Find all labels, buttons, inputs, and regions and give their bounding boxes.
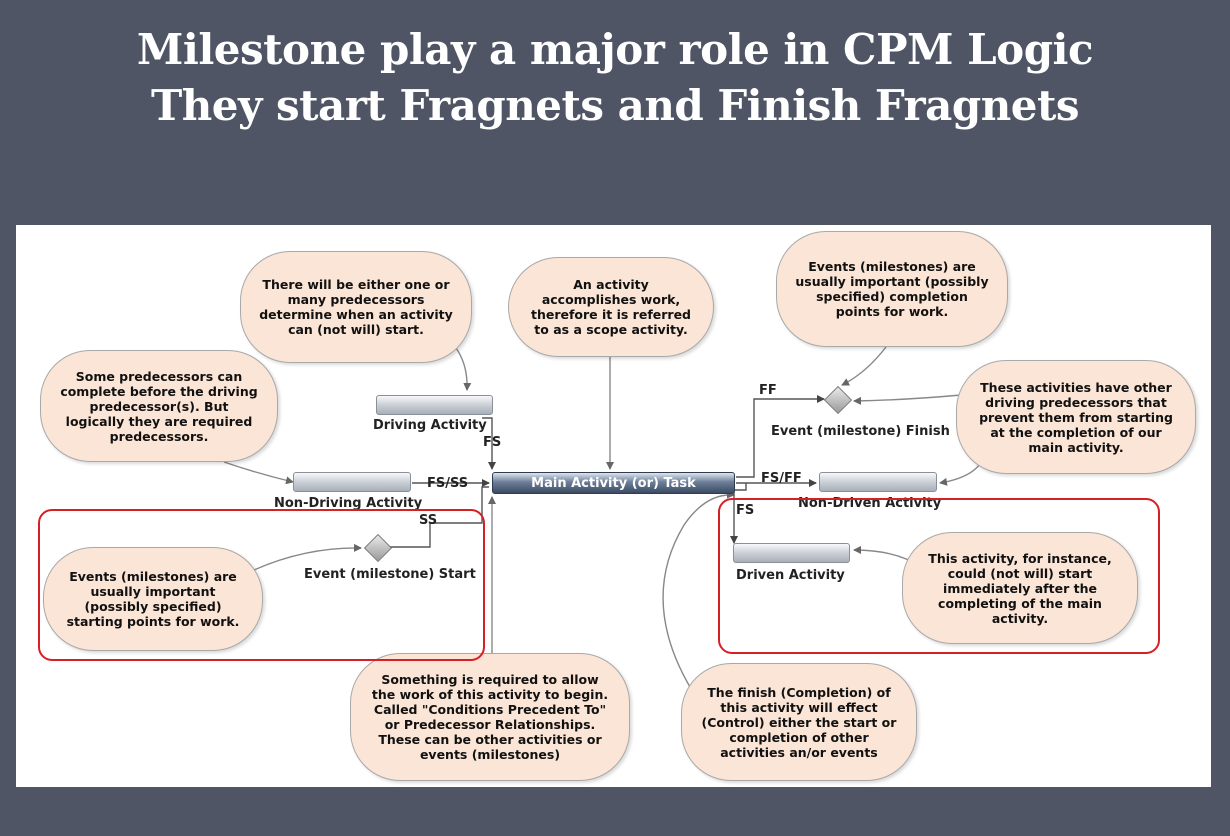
link-label-ss: SS (419, 513, 438, 528)
link-label-ff: FF (759, 383, 777, 398)
callout-starting-points: Events (milestones) are usually importan… (43, 547, 263, 651)
callout-predecessors: There will be either one or many predece… (240, 251, 472, 363)
title-line-1: Milestone play a major role in CPM Logic (136, 25, 1094, 74)
title-line-2: They start Fragnets and Finish Fragnets (150, 81, 1080, 130)
driven-activity-label: Driven Activity (736, 568, 845, 583)
non-driving-activity-bar (293, 472, 411, 492)
slide-title: Milestone play a major role in CPM Logic… (0, 22, 1230, 134)
callout-conditions-precedent: Something is required to allow the work … (350, 653, 630, 781)
driving-activity-label: Driving Activity (373, 418, 487, 433)
link-label-fs-ff: FS/FF (761, 471, 802, 486)
non-driven-activity-bar (819, 472, 937, 492)
event-start-label: Event (milestone) Start (304, 567, 476, 582)
connector-lines (223, 346, 985, 701)
main-activity-bar: Main Activity (or) Task (492, 472, 735, 494)
callout-scope-activity: An activity accomplishes work, therefore… (508, 257, 714, 357)
non-driving-activity-label: Non-Driving Activity (274, 496, 423, 511)
link-label-fs-top: FS (483, 435, 502, 450)
link-label-fs-right: FS (736, 503, 755, 518)
callout-other-drivers: These activities have other driving pred… (956, 360, 1196, 474)
driving-activity-bar (376, 395, 493, 415)
highlight-start-fragnet (38, 509, 485, 661)
callout-finish-effect: The finish (Completion) of this activity… (681, 663, 917, 781)
cpm-diagram: There will be either one or many predece… (16, 225, 1211, 787)
callout-non-driving: Some predecessors can complete before th… (40, 350, 278, 462)
highlight-finish-fragnet (718, 498, 1160, 654)
event-finish-label: Event (milestone) Finish (771, 424, 950, 439)
driven-activity-bar (733, 543, 850, 563)
callout-immediate-start: This activity, for instance, could (not … (902, 532, 1138, 644)
link-label-fs-ss: FS/SS (427, 476, 469, 491)
callout-completion-points: Events (milestones) are usually importan… (776, 231, 1008, 347)
